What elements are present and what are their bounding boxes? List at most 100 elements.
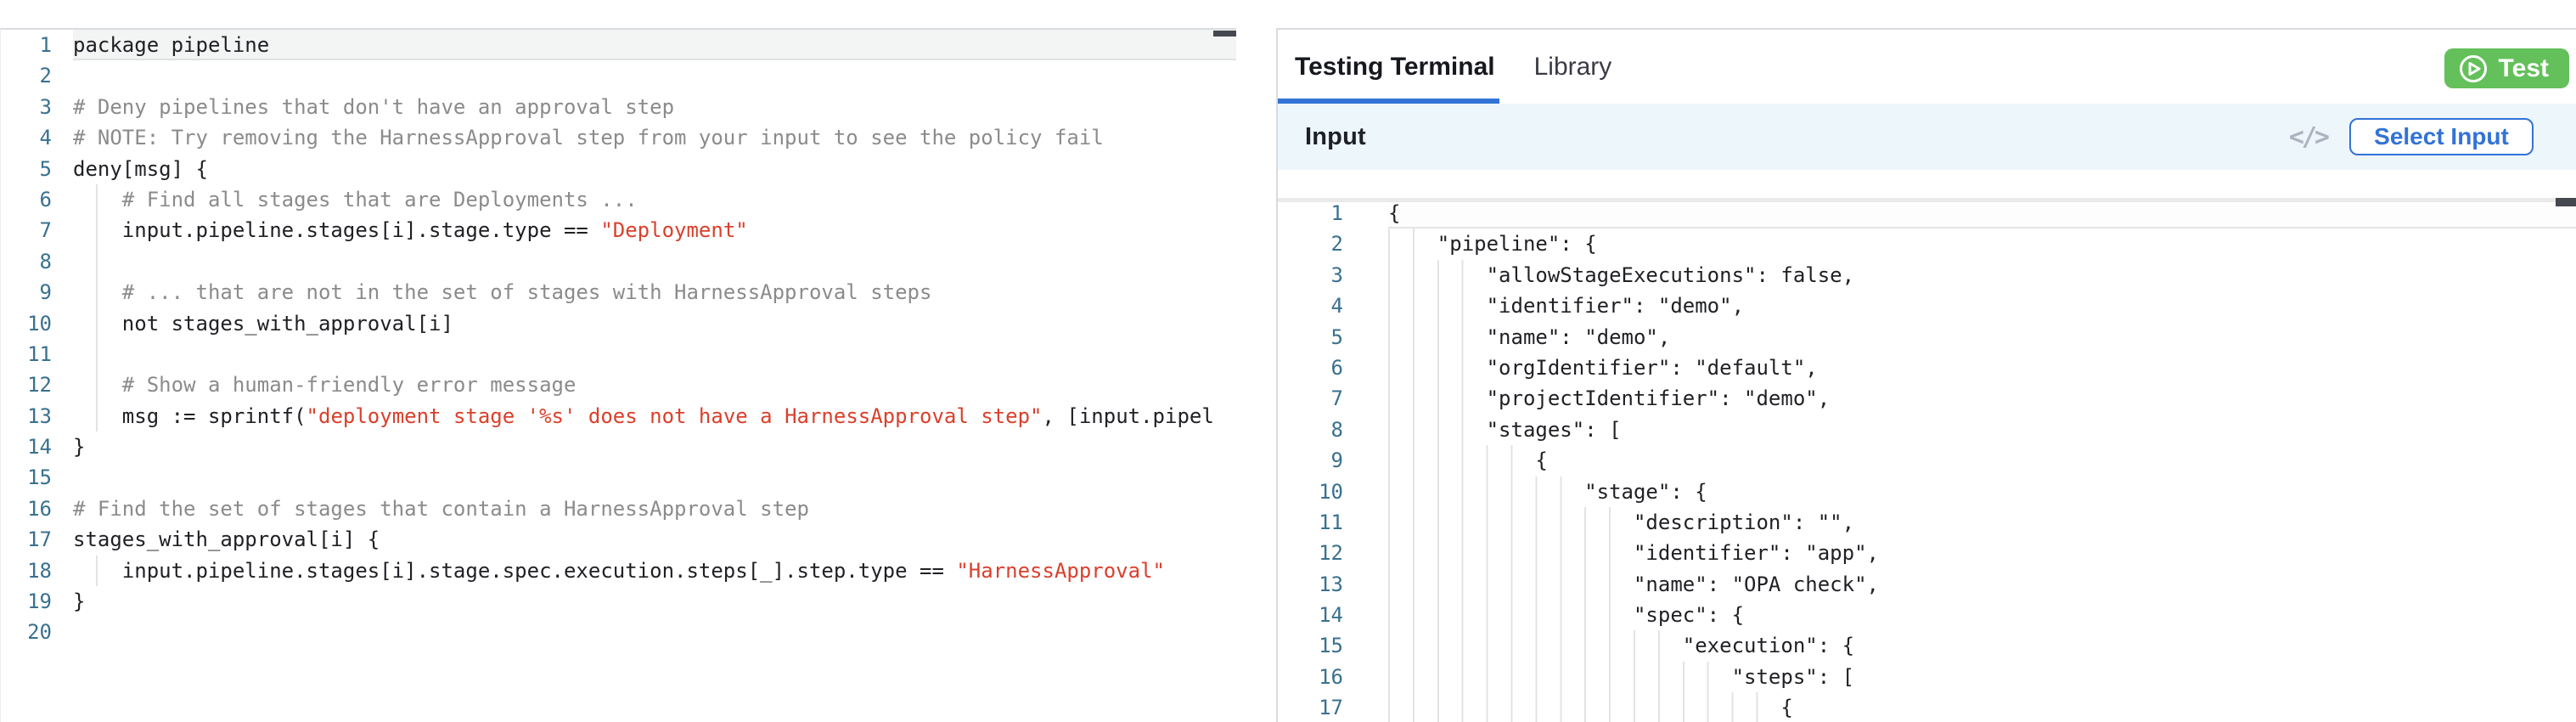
code-token: deny[msg] { bbox=[73, 156, 208, 181]
code-token: "identifier": "demo", bbox=[1388, 294, 1745, 319]
code-line-content: msg := sprintf("deployment stage '%s' do… bbox=[73, 400, 1236, 432]
indent-guides bbox=[73, 215, 110, 246]
indent-guides bbox=[73, 338, 110, 370]
code-line[interactable]: 13 msg := sprintf("deployment stage '%s'… bbox=[1, 400, 1236, 432]
line-number: 12 bbox=[27, 373, 52, 398]
code-line[interactable]: 11 "description": "", bbox=[1278, 506, 2576, 539]
code-token: } bbox=[73, 435, 86, 460]
line-number: 7 bbox=[39, 218, 52, 243]
tab-library[interactable]: Library bbox=[1533, 52, 1612, 81]
code-line-content: # Show a human-friendly error message bbox=[73, 369, 1236, 401]
code-token: { bbox=[1388, 201, 1401, 225]
code-line[interactable]: 3# Deny pipelines that don't have an app… bbox=[1, 92, 1236, 122]
indent-guides bbox=[1388, 538, 1622, 569]
input-section-header: Input </> Select Input bbox=[1278, 104, 2576, 170]
code-line[interactable]: 19} bbox=[1, 586, 1236, 617]
select-input-button[interactable]: Select Input bbox=[2349, 118, 2534, 155]
policy-code-lines: 1 package pipeline 2 3# Deny pipelines that… bbox=[1, 30, 1236, 648]
indent-guides bbox=[73, 183, 110, 216]
code-line[interactable]: 7 "projectIdentifier": "demo", bbox=[1278, 383, 2576, 415]
editor-top-shadow bbox=[1278, 198, 2576, 206]
line-number: 2 bbox=[39, 64, 52, 88]
code-line[interactable]: 2 bbox=[1, 60, 1236, 91]
line-number: 15 bbox=[27, 465, 52, 490]
line-number: 2 bbox=[1330, 232, 1343, 257]
code-token: stages_with_approval[i] { bbox=[73, 527, 380, 552]
code-line[interactable]: 3 "allowStageExecutions": false, bbox=[1278, 259, 2576, 291]
code-line-content: "name": "OPA check", bbox=[1388, 568, 2576, 601]
code-line[interactable]: 16 "steps": [ bbox=[1278, 661, 2576, 693]
indent-guides bbox=[1388, 600, 1622, 631]
code-line[interactable]: 12 "identifier": "app", bbox=[1278, 538, 2576, 569]
line-number: 1 bbox=[39, 33, 52, 57]
code-line[interactable]: 7 input.pipeline.stages[i].stage.type ==… bbox=[1, 215, 1236, 246]
code-line-content: "allowStageExecutions": false, bbox=[1388, 259, 2576, 291]
active-tab-underline bbox=[1278, 99, 1499, 104]
code-line-content: { bbox=[1388, 198, 2576, 229]
code-token: "allowStageExecutions": false, bbox=[1388, 262, 1855, 287]
indent-guides bbox=[73, 307, 110, 339]
code-line[interactable]: 15 "execution": { bbox=[1278, 630, 2576, 662]
code-view-icon[interactable]: </> bbox=[2288, 121, 2330, 152]
code-token: , [input.pipel bbox=[1042, 403, 1214, 428]
code-line[interactable]: 4# NOTE: Try removing the HarnessApprova… bbox=[1, 122, 1236, 153]
code-token: input.pipeline.stages[i].stage.type == bbox=[73, 218, 601, 243]
line-number: 3 bbox=[1330, 262, 1343, 287]
input-json-editor[interactable]: 1{2 "pipeline": {3 "allowStageExecutions… bbox=[1278, 198, 2576, 722]
code-line[interactable]: 16# Find the set of stages that contain … bbox=[1, 494, 1236, 524]
line-number: 20 bbox=[27, 620, 52, 645]
code-line[interactable]: 11 bbox=[1, 338, 1236, 370]
code-line[interactable]: 8 bbox=[1, 245, 1236, 278]
code-line-content: stages_with_approval[i] { bbox=[73, 524, 1236, 555]
comment-token: # ... that are not in the set of stages … bbox=[73, 280, 932, 305]
code-line[interactable]: 10 not stages_with_approval[i] bbox=[1, 307, 1236, 339]
code-line-content: package pipeline bbox=[73, 30, 1236, 61]
code-line[interactable]: 10 "stage": { bbox=[1278, 476, 2576, 507]
code-line[interactable]: 2 "pipeline": { bbox=[1278, 228, 2576, 260]
code-line[interactable]: 8 "stages": [ bbox=[1278, 414, 2576, 446]
line-number: 15 bbox=[1319, 634, 1343, 658]
code-line[interactable]: 18 input.pipeline.stages[i].stage.spec.e… bbox=[1, 555, 1236, 587]
code-token: "projectIdentifier": "demo", bbox=[1388, 386, 1831, 411]
comment-token: # Deny pipelines that don't have an appr… bbox=[73, 94, 675, 119]
overview-ruler-cursor-marker bbox=[1213, 31, 1236, 37]
code-line-content: input.pipeline.stages[i].stage.type == "… bbox=[73, 215, 1236, 246]
policy-code-editor[interactable]: 1 package pipeline 2 3# Deny pipelines that… bbox=[0, 28, 1236, 722]
line-number: 4 bbox=[1330, 294, 1343, 319]
code-line[interactable]: 1{ bbox=[1278, 198, 2576, 229]
code-line[interactable]: 5 "name": "demo", bbox=[1278, 321, 2576, 353]
code-line[interactable]: 9 { bbox=[1278, 445, 2576, 477]
line-number: 10 bbox=[1319, 479, 1343, 504]
line-number: 17 bbox=[1319, 696, 1343, 720]
terminal-tabs-bar: Testing Terminal Library Test bbox=[1278, 30, 2576, 104]
line-number: 1 bbox=[1330, 201, 1343, 225]
code-line-content: not stages_with_approval[i] bbox=[73, 307, 1236, 339]
code-line[interactable]: 13 "name": "OPA check", bbox=[1278, 568, 2576, 601]
line-number: 8 bbox=[39, 249, 52, 274]
code-line[interactable]: 12 # Show a human-friendly error message bbox=[1, 369, 1236, 401]
line-number: 14 bbox=[27, 435, 52, 460]
code-line[interactable]: 6 # Find all stages that are Deployments… bbox=[1, 183, 1236, 216]
indent-guides bbox=[1388, 228, 1426, 260]
line-number: 13 bbox=[27, 403, 52, 428]
code-line[interactable]: 4 "identifier": "demo", bbox=[1278, 290, 2576, 322]
code-line[interactable]: 20 bbox=[1, 617, 1236, 647]
code-line[interactable]: 14} bbox=[1, 432, 1236, 462]
code-token: "name": "OPA check", bbox=[1388, 572, 1879, 596]
code-line-content: } bbox=[73, 586, 1236, 617]
code-token: not stages_with_approval[i] bbox=[73, 311, 453, 336]
code-token: input.pipeline.stages[i].stage.spec.exec… bbox=[73, 558, 957, 583]
code-line[interactable]: 17 { bbox=[1278, 692, 2576, 722]
tab-testing-terminal[interactable]: Testing Terminal bbox=[1295, 52, 1495, 81]
code-line-content: "execution": { bbox=[1388, 630, 2576, 662]
code-line[interactable]: 15 bbox=[1, 462, 1236, 493]
code-line[interactable]: 14 "spec": { bbox=[1278, 600, 2576, 631]
indent-guides bbox=[1388, 321, 1475, 353]
test-button[interactable]: Test bbox=[2444, 48, 2569, 88]
code-line[interactable]: 9 # ... that are not in the set of stage… bbox=[1, 277, 1236, 308]
code-line[interactable]: 1 package pipeline bbox=[1, 30, 1236, 61]
indent-guides bbox=[1388, 506, 1622, 539]
code-line[interactable]: 6 "orgIdentifier": "default", bbox=[1278, 352, 2576, 384]
